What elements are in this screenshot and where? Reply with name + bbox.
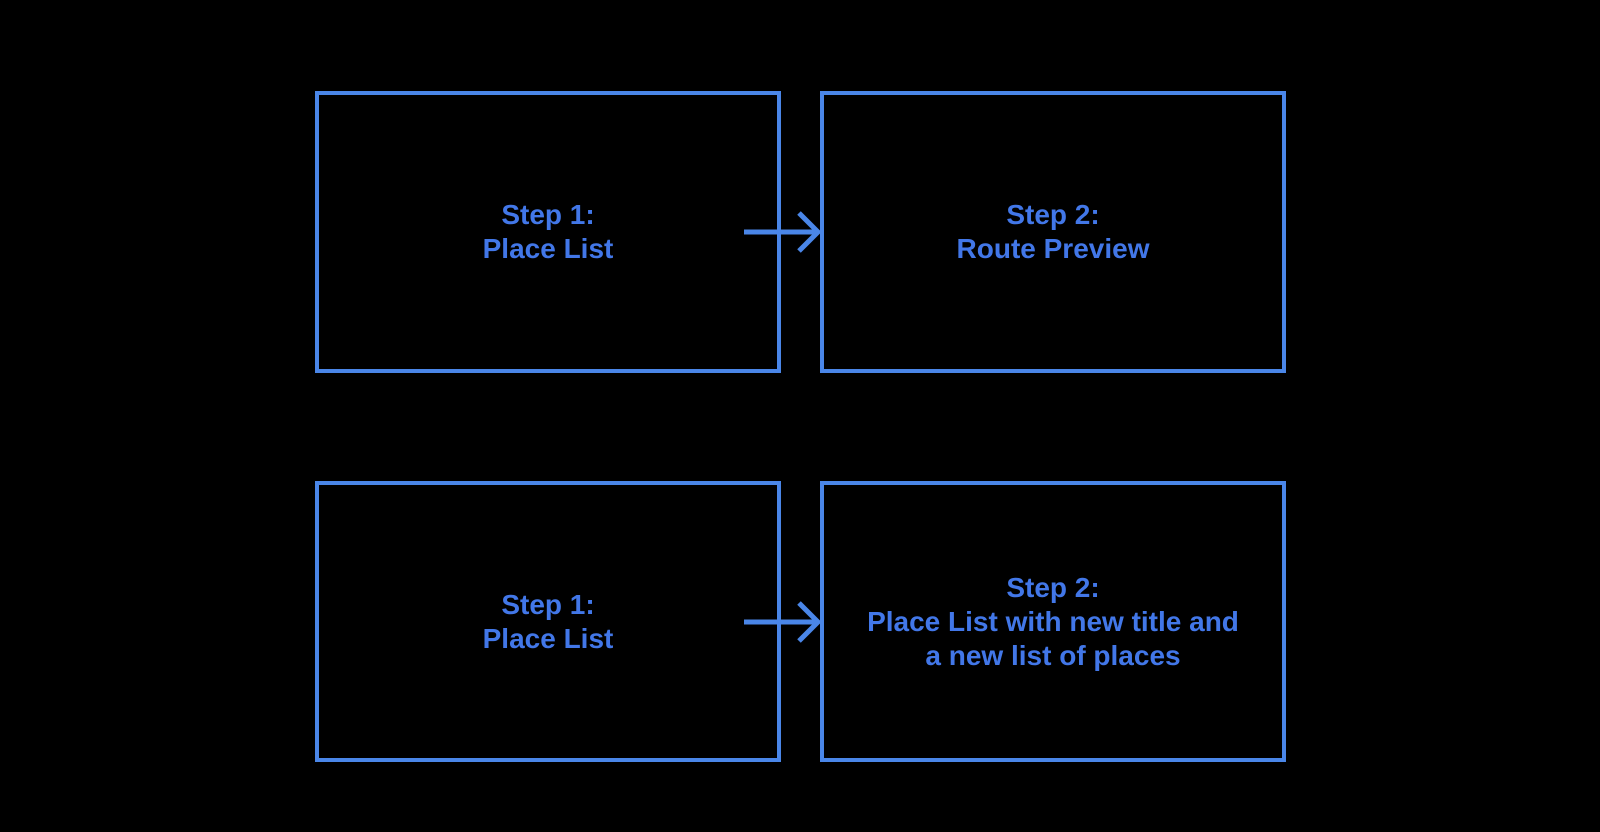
box-subtitle: Route Preview <box>956 233 1150 264</box>
box-title: Step 1: <box>501 588 595 620</box>
box-title: Step 2: <box>1006 199 1100 230</box>
box-title: Step 2: <box>1006 571 1100 603</box>
box-subtitle: Place List <box>482 622 614 654</box>
flow-box-step1-place-list-row2: Step 1: Place List <box>315 481 781 762</box>
arrow-right-icon <box>744 601 822 643</box>
flow-box-step2-route-preview: Step 2: Route Preview <box>820 91 1286 373</box>
box-subtitle-line2: a new list of places <box>925 639 1181 671</box>
flow-box-step2-place-list-new-title: Step 2: Place List with new title and a … <box>820 481 1286 762</box>
arrow-right-icon <box>744 211 822 253</box>
box-title: Step 1: <box>501 199 595 230</box>
flow-box-step1-place-list-row1: Step 1: Place List <box>315 91 781 373</box>
box-subtitle: Place List <box>482 233 614 264</box>
box-subtitle: Place List with new title and <box>867 605 1239 637</box>
